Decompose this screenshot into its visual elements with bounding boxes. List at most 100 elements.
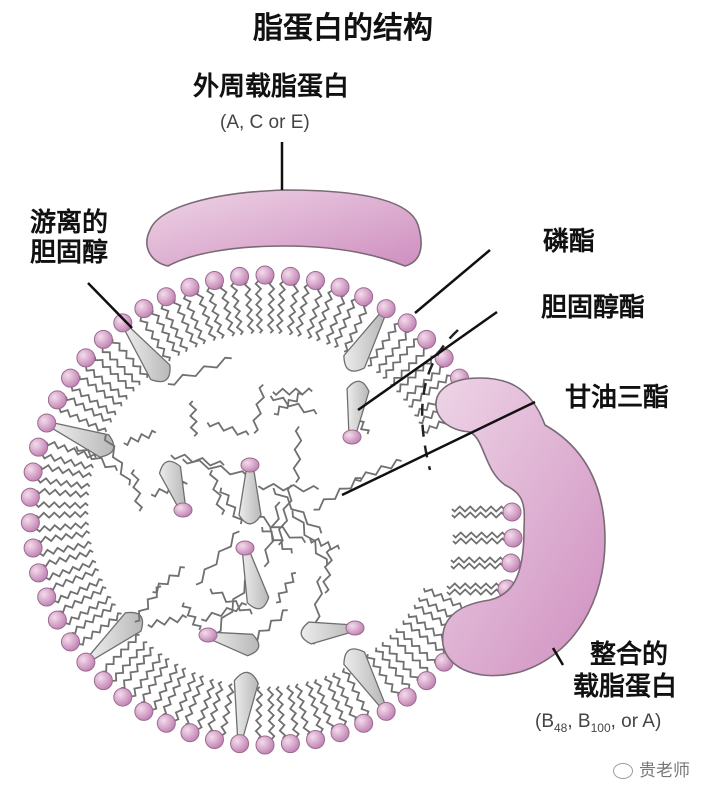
phospholipid-tail [396,355,436,393]
triglyceride-chain [252,609,288,642]
free-cholesterol [343,648,386,707]
phospholipid-tail [451,505,505,513]
types-sub-48: 48 [554,720,568,735]
triglyceride-leader-line [341,400,536,497]
watermark-text: 贵老师 [639,761,690,781]
triglyceride-chain [181,602,202,631]
phospholipid-tail [266,280,276,334]
phospholipid-tail [59,585,107,614]
phospholipid-tail [49,567,100,591]
phospholipid-head [503,528,523,548]
phospholipid-head [330,723,350,743]
phospholipid-tail [254,280,264,334]
cholesteryl-ester-head [342,429,362,445]
phospholipid-tail [197,678,215,730]
phospholipid-tail [35,500,89,510]
integral-apoprotein-label-line1: 整合的 [590,640,669,670]
phospholipid-head [501,553,521,573]
phospholipid-tail [112,641,148,682]
cholesteryl-ester-head [240,457,260,473]
phospholipid-tail [42,549,94,568]
phospholipid-tail [402,620,445,654]
cholesteryl-ester [238,464,262,525]
phospholipid-head [230,266,250,286]
cholesteryl-ester [158,460,187,512]
phospholipid-tail [219,284,236,337]
types-end: , or A) [610,711,662,732]
phospholipid-tail [36,487,90,499]
phospholipid-head [134,299,154,319]
dashed-boundary [420,329,459,471]
phospholipid-tail [36,521,90,533]
phospholipid-tail [207,680,224,733]
phospholipid-tail [70,386,117,416]
phospholipid-tail [452,531,506,539]
phospholipid-tail [184,675,205,726]
phospholipid-head [417,671,437,691]
phospholipid-head [255,265,275,285]
phospholipid-head [417,329,437,349]
phospholipid-head [180,723,200,743]
phospholipid-head [93,671,113,691]
phospholipid-tail [341,668,370,716]
phospholipid-tail [275,685,287,739]
triglyceride-chain [277,484,293,546]
phospholipid-head [60,632,80,652]
phospholipid-tail [446,588,500,596]
phospholipid-tail [325,294,346,345]
triglyceride-chain [209,588,253,615]
triglyceride-chain [322,548,333,594]
phospholipid-tail [334,298,356,349]
phospholipid-head [23,538,43,558]
integral-apoprotein-types: (B48, B100, or A) [535,711,661,735]
phospholipid-head [376,299,396,319]
phospholipid-head [23,462,43,482]
cholesteryl-ester-label: 胆固醇酯 [541,293,646,323]
phospholipid-tail [451,511,505,519]
triglyceride-chain [182,458,248,477]
phospholipid-head [134,701,154,721]
cholesteryl-ester [241,546,270,610]
free-cholesterol-label-line1: 游离的 [30,208,109,238]
triglyceride-chain [291,510,328,566]
phospholipid-tail [182,294,207,345]
triglyceride-chain [275,571,297,604]
phospholipid-head [93,329,113,349]
triglyceride-chain [273,392,303,416]
phospholipid-head [113,313,133,333]
phospholipid-tail [403,365,444,401]
phospholipid-tail [152,663,179,711]
triglyceride-chain [206,421,250,436]
phospholipid-tail [286,684,300,738]
phospholipid-tail [286,282,300,336]
phospholipid-tail [206,287,225,339]
phospholipid-tail [395,628,436,664]
watermark: 贵老师 [613,756,690,781]
phospholipid-tail [230,282,244,336]
triglyceride-chain [104,434,132,486]
phospholipid-head [29,437,49,457]
phospholipid-tail [45,559,97,581]
triglyceride-chain [201,602,248,622]
phospholipid-head [20,513,40,533]
integral-leader-line [551,647,565,666]
phospholipid-tail [332,672,358,721]
phospholipid-head [397,687,417,707]
phospholipid-head [113,687,133,707]
phospholipid-head [204,270,224,290]
phospholipid-tail [150,310,181,356]
phospholipid-label: 磷酯 [543,227,596,257]
free-cholesterol [124,326,171,383]
phospholipid-tail [174,671,196,722]
phospholipid-tail [45,440,97,459]
phospholipid-tail [323,675,348,726]
lipid-tails [35,280,506,740]
phospholipid-tail [446,582,500,590]
phospholipid-head [156,287,176,307]
phospholipid-tail [254,686,264,740]
triglyceride-chain [257,482,320,493]
phospholipid-tail [85,366,128,400]
phospholipid-tail [54,578,103,604]
triglyceride-chain [214,576,251,635]
phospholipid-tail [58,408,108,433]
